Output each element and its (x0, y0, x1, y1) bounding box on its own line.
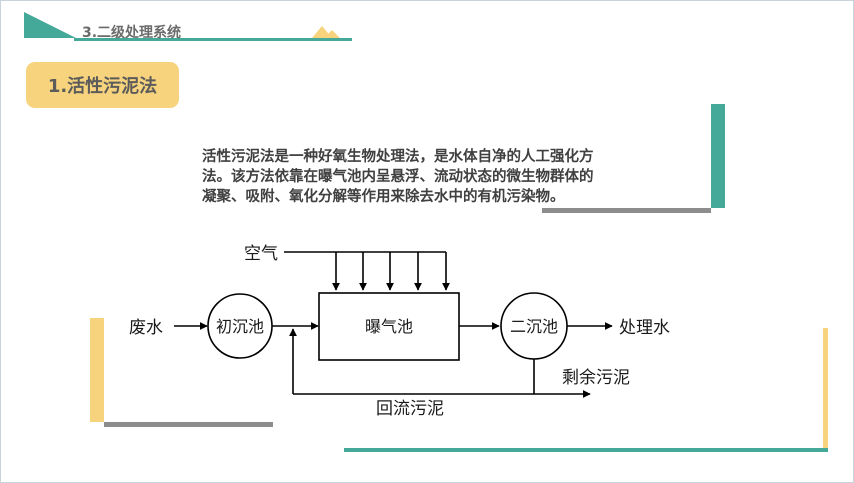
wastewater-label: 废水 (129, 318, 163, 338)
header-decoration (24, 12, 352, 41)
gray-horizontal-bar-bottom (104, 422, 273, 427)
description-text: 活性污泥法是一种好氧生物处理法，是水体自净的人工强化方 法。该方法依靠在曝气池内… (202, 147, 707, 207)
header-mountain-right (324, 30, 340, 38)
gray-horizontal-bar-top (542, 208, 711, 213)
excess-sludge-label: 剩余污泥 (562, 368, 630, 388)
subtitle-pill: 1.活性污泥法 (26, 62, 179, 108)
aeration-tank-label: 曝气池 (365, 317, 413, 336)
header-teal-triangle (24, 12, 76, 38)
description-line-3: 凝聚、吸附、氧化分解等作用来除去水中的有机污染物。 (202, 189, 565, 205)
header-underline (74, 38, 352, 41)
teal-horizontal-bar-bottom (344, 448, 828, 452)
yellow-vertical-bar-left (90, 318, 104, 422)
description-line-1: 活性污泥法是一种好氧生物处理法，是水体自净的人工强化方 (202, 149, 594, 165)
yellow-vertical-bar-right (823, 328, 828, 448)
treated-water-label: 处理水 (619, 318, 670, 338)
primary-tank-label: 初沉池 (216, 317, 264, 336)
return-sludge-label: 回流污泥 (376, 399, 444, 419)
secondary-tank-label: 二沉池 (510, 317, 558, 336)
description-line-2: 法。该方法依靠在曝气池内呈悬浮、流动状态的微生物群体的 (202, 169, 594, 185)
section-title: 3.二级处理系统 (82, 25, 182, 41)
subtitle-pill-label: 1.活性污泥法 (47, 76, 158, 97)
teal-vertical-bar-top-right (711, 104, 725, 208)
air-label: 空气 (244, 244, 278, 264)
